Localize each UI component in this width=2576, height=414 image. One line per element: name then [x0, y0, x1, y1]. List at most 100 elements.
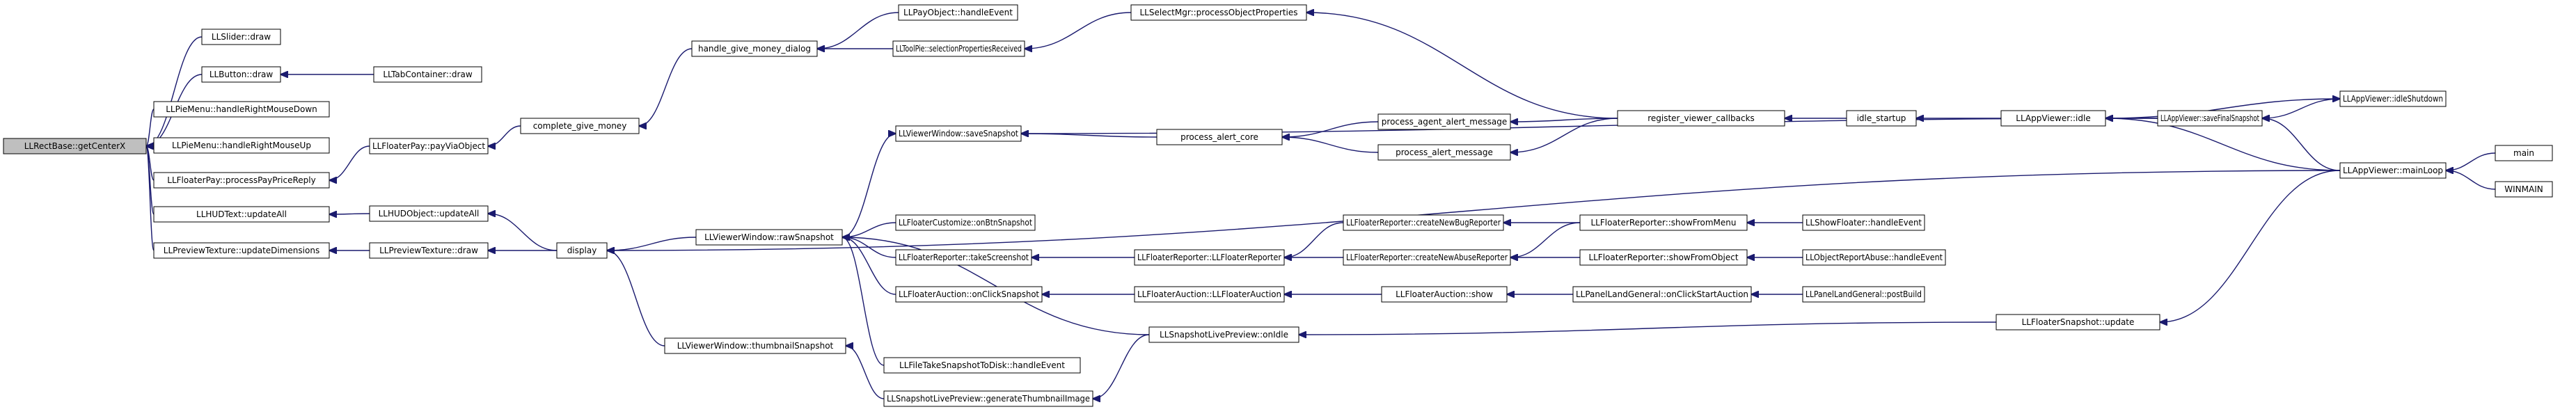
- node-box: [2339, 90, 2447, 107]
- node-label: display: [567, 246, 597, 255]
- edge-n12-to-n11: [1025, 12, 1132, 49]
- node-n11[interactable]: LLToolPie::selectionPropertiesReceived: [892, 40, 1025, 57]
- node-box: [892, 40, 1025, 57]
- node-n4[interactable]: LLPieMenu::handleRightMouseDown: [153, 101, 330, 118]
- node-n28[interactable]: main: [2495, 145, 2553, 161]
- node-n0[interactable]: LLRectBase::getCenterX: [3, 138, 147, 154]
- node-n45[interactable]: LLSnapshotLivePreview::onIdle: [1148, 326, 1299, 343]
- node-box: [369, 138, 489, 154]
- node-label: LLHUDObject::updateAll: [379, 209, 480, 218]
- node-n37[interactable]: LLFloaterReporter::showFromObject: [1579, 249, 1748, 266]
- node-label: LLToolPie::selectionPropertiesReceived: [896, 44, 1022, 54]
- node-n41[interactable]: LLFloaterAuction::LLFloaterAuction: [1134, 286, 1285, 303]
- node-box: [895, 214, 1036, 231]
- node-n18[interactable]: LLViewerWindow::saveSnapshot: [895, 125, 1022, 142]
- node-box: [1802, 214, 1925, 231]
- node-n39[interactable]: LLObjectReportAbuse::handleEvent: [1802, 249, 1946, 266]
- node-box: [153, 101, 330, 118]
- node-n32[interactable]: LLFloaterReporter::takeScreenshot: [895, 249, 1032, 266]
- node-box: [373, 66, 482, 83]
- node-box: [201, 66, 281, 83]
- node-n9[interactable]: handle_give_money_dialog: [691, 40, 818, 57]
- node-n48[interactable]: LLFileTakeSnapshotToDisk::handleEvent: [883, 357, 1081, 374]
- node-n6[interactable]: LLFloaterPay::processPayPriceReply: [153, 172, 330, 189]
- node-n10[interactable]: LLPayObject::handleEvent: [898, 4, 1018, 21]
- node-box: [895, 125, 1022, 142]
- node-n15[interactable]: LLPreviewTexture::updateDimensions: [153, 242, 330, 259]
- node-n16[interactable]: LLPreviewTexture::draw: [369, 242, 489, 259]
- node-n22[interactable]: register_viewer_callbacks: [1617, 110, 1785, 127]
- edge-n26-to-n25: [2262, 98, 2341, 118]
- node-n8[interactable]: complete_give_money: [520, 118, 640, 134]
- edge-n29-to-n27: [2446, 170, 2496, 190]
- node-n7[interactable]: LLFloaterPay::payViaObject: [369, 138, 489, 154]
- node-n1[interactable]: LLSlider::draw: [201, 29, 281, 45]
- node-n14[interactable]: LLHUDObject::updateAll: [369, 205, 489, 222]
- node-n33[interactable]: LLFloaterReporter::LLFloaterReporter: [1134, 249, 1285, 266]
- node-box: [2157, 110, 2263, 127]
- node-n29[interactable]: WINMAIN: [2495, 181, 2553, 198]
- node-label: LLFloaterAuction::LLFloaterAuction: [1137, 289, 1281, 299]
- node-n24[interactable]: LLAppViewer::idle: [2000, 110, 2106, 127]
- node-box: [369, 205, 489, 222]
- node-n20[interactable]: process_agent_alert_message: [1377, 113, 1511, 130]
- node-box: [2339, 162, 2447, 179]
- node-n27[interactable]: LLAppViewer::mainLoop: [2339, 162, 2447, 179]
- node-n2[interactable]: LLButton::draw: [201, 66, 281, 83]
- node-n44[interactable]: LLPanelLandGeneral::postBuild: [1802, 286, 1925, 303]
- edge-n10-to-n9: [817, 12, 899, 49]
- node-n35[interactable]: LLFloaterReporter::createNewAbuseReporte…: [1343, 249, 1511, 266]
- node-box: [1377, 144, 1511, 161]
- node-n31[interactable]: LLFloaterCustomize::onBtnSnapshot: [895, 214, 1036, 231]
- node-n19[interactable]: process_alert_core: [1156, 129, 1283, 145]
- node-box: [1134, 286, 1285, 303]
- node-box: [153, 172, 330, 189]
- edge-n8-to-n7: [488, 125, 521, 146]
- edge-n9-to-n8: [639, 48, 693, 126]
- edge-n46-to-n45: [1299, 321, 1997, 335]
- node-n34[interactable]: LLFloaterReporter::createNewBugReporter: [1343, 214, 1504, 231]
- node-label: LLSnapshotLivePreview::generateThumbnail…: [887, 394, 1090, 404]
- node-n5[interactable]: LLPieMenu::handleRightMouseUp: [153, 137, 330, 154]
- edge-n27-to-n24: [2105, 118, 2341, 171]
- node-label: LLFloaterReporter::showFromMenu: [1591, 218, 1737, 228]
- edge-n27-to-n25: [2262, 118, 2341, 171]
- node-n49[interactable]: LLSnapshotLivePreview::generateThumbnail…: [883, 390, 1093, 407]
- node-n12[interactable]: LLSelectMgr::processObjectProperties: [1130, 4, 1307, 21]
- node-n42[interactable]: LLFloaterAuction::show: [1381, 286, 1508, 303]
- node-label: LLPreviewTexture::draw: [379, 246, 478, 255]
- node-n17[interactable]: display: [556, 242, 608, 259]
- node-n30[interactable]: LLViewerWindow::rawSnapshot: [695, 229, 843, 246]
- nodes: LLRectBase::getCenterX LLSlider::drawLLBu…: [3, 4, 2553, 407]
- node-n3[interactable]: LLTabContainer::draw: [373, 66, 482, 83]
- node-n25[interactable]: LLAppViewer::saveFinalSnapshot: [2157, 110, 2263, 127]
- node-label: LLFloaterReporter::LLFloaterReporter: [1137, 253, 1281, 262]
- node-n40[interactable]: LLFloaterAuction::onClickSnapshot: [895, 286, 1043, 303]
- node-n46[interactable]: LLFloaterSnapshot::update: [1996, 314, 2160, 331]
- node-box: [883, 390, 1093, 407]
- node-n36[interactable]: LLFloaterReporter::showFromMenu: [1579, 214, 1748, 231]
- node-label: LLPreviewTexture::updateDimensions: [164, 246, 319, 255]
- node-label: LLSlider::draw: [212, 32, 271, 42]
- node-box: [1617, 110, 1785, 127]
- node-box: [153, 137, 330, 154]
- node-label: process_agent_alert_message: [1382, 117, 1507, 127]
- node-n47[interactable]: LLViewerWindow::thumbnailSnapshot: [664, 337, 846, 354]
- node-n38[interactable]: LLShowFloater::handleEvent: [1802, 214, 1925, 231]
- edge-n30-to-n18: [841, 134, 896, 238]
- node-n21[interactable]: process_alert_message: [1377, 144, 1511, 161]
- node-box: [1343, 249, 1511, 266]
- node-box: [1377, 113, 1511, 130]
- node-label: LLTabContainer::draw: [383, 70, 472, 79]
- node-n13[interactable]: LLHUDText::updateAll: [153, 206, 330, 223]
- node-n23[interactable]: idle_startup: [1846, 110, 1917, 127]
- node-label: LLHUDText::updateAll: [196, 209, 287, 219]
- edge-n47-to-n17: [607, 250, 665, 347]
- node-n26[interactable]: LLAppViewer::idleShutdown: [2339, 90, 2447, 107]
- node-label: LLAppViewer::idle: [2016, 113, 2090, 123]
- node-n43[interactable]: LLPanelLandGeneral::onClickStartAuction: [1572, 286, 1752, 303]
- node-label: handle_give_money_dialog: [698, 44, 811, 54]
- node-box: [1130, 4, 1307, 21]
- edge-n36-to-n35: [1510, 222, 1581, 257]
- edge-n1-to-n0: [146, 36, 203, 146]
